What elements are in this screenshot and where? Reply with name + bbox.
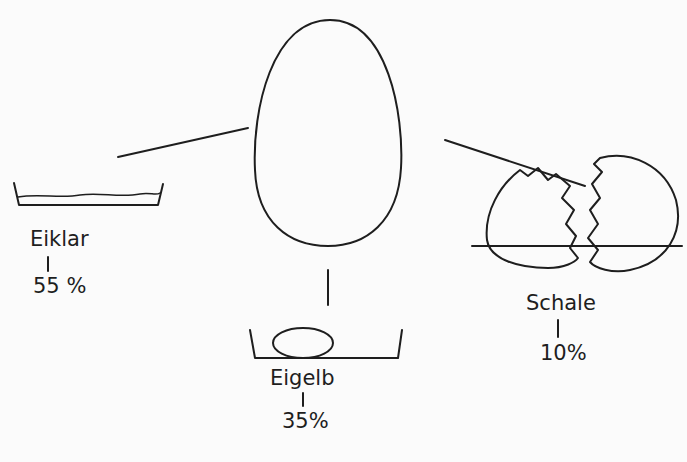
percentage: 35% — [282, 411, 329, 432]
egg-outline — [255, 20, 402, 246]
dish — [14, 183, 163, 205]
egg-white — [18, 193, 160, 197]
part-name: Eigelb — [270, 368, 335, 389]
part-name: Eiklar — [30, 229, 89, 250]
tick — [557, 320, 559, 337]
ground-line — [472, 245, 682, 247]
percentage: 10% — [540, 343, 587, 364]
leader-line — [118, 128, 248, 157]
leader-line — [327, 270, 329, 305]
leader-line — [445, 140, 585, 186]
shell-half — [487, 168, 578, 268]
part-name: Schale — [526, 293, 596, 314]
tick — [47, 257, 49, 271]
tick — [302, 393, 304, 406]
percentage: 55 % — [33, 276, 86, 297]
shell-half — [588, 156, 678, 271]
yolk — [273, 328, 333, 358]
